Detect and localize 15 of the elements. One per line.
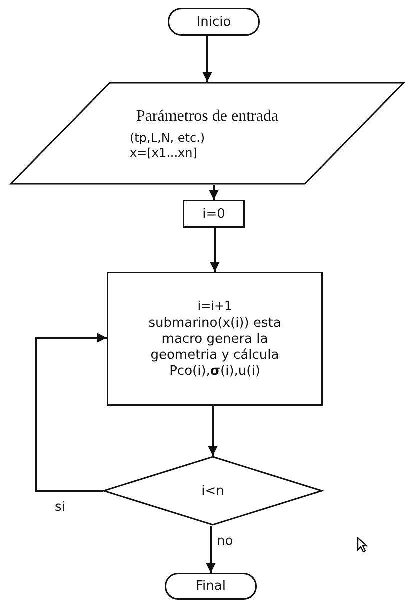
terminator-label: Final: [196, 579, 226, 594]
arrow: [35, 333, 107, 492]
terminator-label: Inicio: [196, 14, 232, 30]
parameter-text: x=[x1...xn]: [130, 146, 198, 160]
arrow: [206, 526, 216, 573]
condition-text: i<n: [202, 484, 224, 498]
arrow: [208, 406, 218, 456]
process-description: submarino(x(i)) esta macro genera la geometria y cálcula Pco(i),σ(i),u(i): [148, 316, 282, 380]
arrow: [202, 36, 212, 82]
arrow: [209, 185, 219, 200]
increment-text: i=i+1: [198, 298, 232, 314]
input-title: Parámetros de entrada: [136, 106, 279, 126]
parameter-text: (tp,L,N, etc.): [130, 130, 206, 146]
arrow: [210, 228, 220, 272]
process-text: i=0: [202, 206, 226, 222]
